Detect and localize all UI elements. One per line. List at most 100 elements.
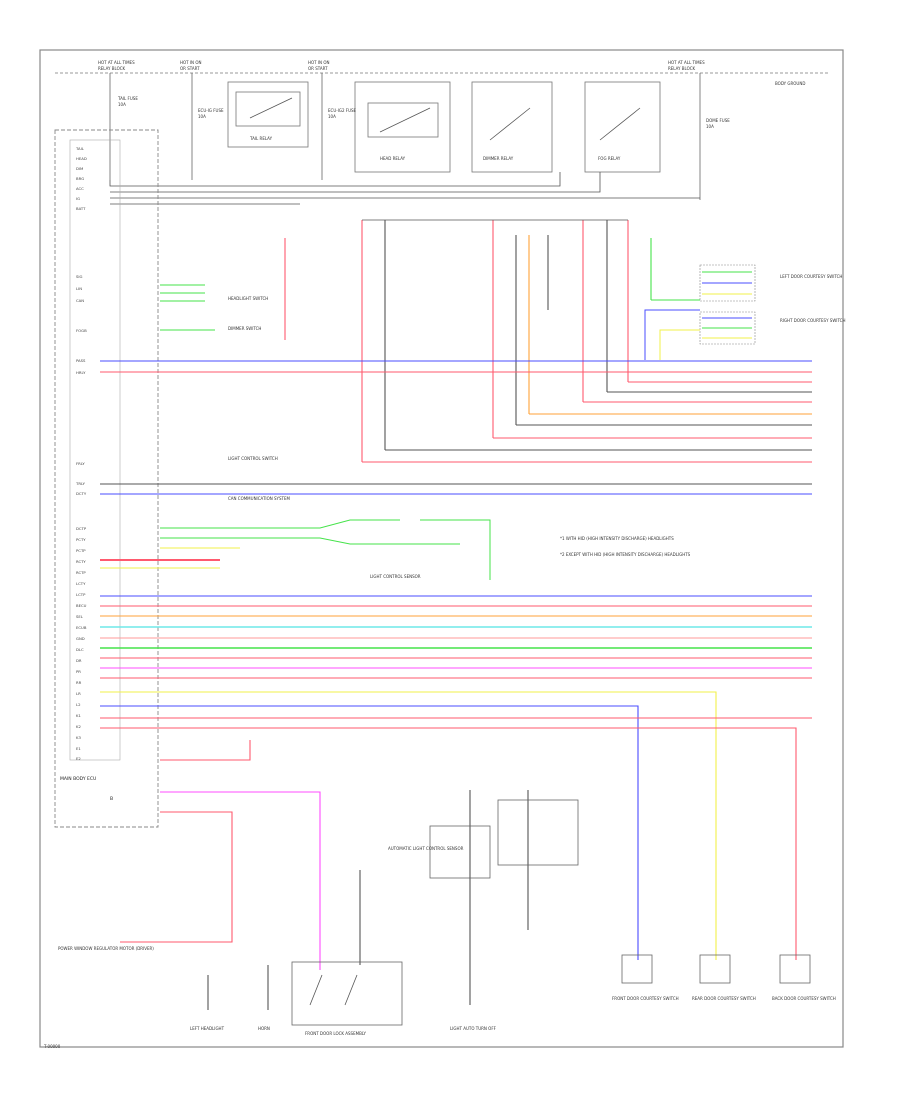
top-connector-1: HOT AT ALL TIMES <box>98 60 135 65</box>
svg-text:10A: 10A <box>328 114 336 119</box>
svg-text:BECU: BECU <box>76 603 87 608</box>
svg-text:E2: E2 <box>76 756 81 761</box>
svg-text:DR: DR <box>76 658 82 663</box>
svg-text:HRLY: HRLY <box>76 370 86 375</box>
svg-text:DLC: DLC <box>76 647 84 652</box>
svg-text:LIGHT AUTO TURN OFF: LIGHT AUTO TURN OFF <box>450 1026 497 1031</box>
svg-text:FRONT DOOR COURTESY SWITCH: FRONT DOOR COURTESY SWITCH <box>612 996 679 1001</box>
top-connector-4-sub: RELAY BLOCK <box>668 66 696 71</box>
svg-text:BACK DOOR COURTESY SWITCH: BACK DOOR COURTESY SWITCH <box>772 996 836 1001</box>
diagram-id: T-00000 <box>43 1044 61 1049</box>
svg-text:RCTP: RCTP <box>76 570 86 575</box>
svg-text:GND: GND <box>76 636 85 641</box>
svg-text:DCTP: DCTP <box>76 526 87 531</box>
auto-light-sensor: AUTOMATIC LIGHT CONTROL SENSOR <box>388 799 579 879</box>
door-courtesy-switches: FRONT DOOR COURTESY SWITCH REAR DOOR COU… <box>612 954 836 1001</box>
svg-text:PR: PR <box>76 669 81 674</box>
svg-text:LCTP: LCTP <box>76 592 86 597</box>
svg-text:PCTY: PCTY <box>76 537 86 542</box>
svg-text:LR: LR <box>76 691 81 696</box>
fuse-tail: TAIL FUSE 10A <box>109 73 138 180</box>
right-connector-right-door: RIGHT DOOR COURTESY SWITCH <box>699 311 845 345</box>
svg-text:ACC: ACC <box>76 186 84 191</box>
svg-text:DIMMER RELAY: DIMMER RELAY <box>483 156 514 161</box>
svg-text:CAN: CAN <box>76 298 84 303</box>
svg-text:FRONT DOOR LOCK ASSEMBLY: FRONT DOOR LOCK ASSEMBLY <box>305 1031 367 1036</box>
svg-text:PCTP: PCTP <box>76 548 86 553</box>
svg-text:IG: IG <box>76 196 80 201</box>
svg-text:LIGHT CONTROL SENSOR: LIGHT CONTROL SENSOR <box>370 574 421 579</box>
main-body-ecu-label: MAIN BODY ECU <box>60 776 96 782</box>
svg-text:K1: K1 <box>76 713 81 718</box>
right-connector-left-door: LEFT DOOR COURTESY SWITCH <box>699 264 842 302</box>
svg-text:HEAD: HEAD <box>76 156 87 161</box>
main-body-ecu-sub: B <box>110 796 113 802</box>
svg-text:SIG: SIG <box>76 274 83 279</box>
mid-connector-can: CAN COMMUNICATION SYSTEM <box>228 496 290 501</box>
ecu-pin-labels: TAIL HEAD DIM BRG ACC IG BATT SIG LIN CA… <box>75 146 87 761</box>
connector-jumpers <box>644 299 700 360</box>
svg-text:FRLY: FRLY <box>76 461 85 466</box>
svg-text:TAIL FUSE: TAIL FUSE <box>117 96 138 101</box>
svg-text:TAIL RELAY: TAIL RELAY <box>249 136 273 141</box>
svg-text:DCTY: DCTY <box>76 491 87 496</box>
svg-text:RR: RR <box>76 680 82 685</box>
svg-text:RIGHT DOOR COURTESY SWITCH: RIGHT DOOR COURTESY SWITCH <box>780 318 845 323</box>
svg-text:LCTY: LCTY <box>76 581 86 586</box>
top-connector-2: HOT IN ON <box>180 60 201 65</box>
svg-text:10A: 10A <box>198 114 206 119</box>
top-connector-1-sub: RELAY BLOCK <box>98 66 126 71</box>
svg-text:LEFT HEADLIGHT: LEFT HEADLIGHT <box>190 1026 225 1031</box>
fuse-ecu-ig2: ECU-IG2 FUSE 10A <box>321 73 357 180</box>
mid-connector-dimmer-switch: DIMMER SWITCH <box>228 326 261 331</box>
fuse-ecu-ig: ECU-IG FUSE 10A <box>191 73 224 180</box>
svg-text:DIM: DIM <box>76 166 83 171</box>
relay-feed-lines <box>109 172 700 205</box>
svg-text:PASS: PASS <box>76 358 86 363</box>
body-ground-label: BODY GROUND <box>775 81 805 86</box>
svg-text:SEL: SEL <box>76 614 84 619</box>
main-body-ecu-inner <box>69 139 121 761</box>
fuse-dome: DOME FUSE 10A <box>699 73 730 200</box>
relay-tail: TAIL RELAY <box>227 81 309 148</box>
vertical-drops <box>284 220 652 462</box>
note-1: *1 WITH HID (HIGH INTENSITY DISCHARGE) H… <box>560 536 674 541</box>
top-connector-3: HOT IN ON <box>308 60 329 65</box>
svg-text:HEAD RELAY: HEAD RELAY <box>380 156 406 161</box>
svg-text:HORN: HORN <box>258 1026 270 1031</box>
svg-text:L2: L2 <box>76 702 81 707</box>
main-body-ecu <box>54 129 159 828</box>
ecu-connector-dots <box>160 284 215 331</box>
svg-text:RCTY: RCTY <box>76 559 86 564</box>
relay-dimmer: DIMMER RELAY <box>471 81 553 173</box>
svg-text:ECU-IG FUSE: ECU-IG FUSE <box>198 108 224 113</box>
note-2: *2 EXCEPT WITH HID (HIGH INTENSITY DISCH… <box>560 552 691 557</box>
svg-text:LEFT DOOR COURTESY SWITCH: LEFT DOOR COURTESY SWITCH <box>780 274 842 279</box>
bottom-labels: POWER WINDOW REGULATOR MOTOR (DRIVER) LE… <box>58 946 497 1031</box>
svg-text:DOME FUSE: DOME FUSE <box>706 118 730 123</box>
svg-text:K2: K2 <box>76 724 81 729</box>
top-connector-3-sub: OR START <box>308 66 328 71</box>
svg-text:K3: K3 <box>76 735 81 740</box>
svg-text:TAIL: TAIL <box>75 146 85 151</box>
top-connector-2-sub: OR START <box>180 66 200 71</box>
light-control-switch: LIGHT CONTROL SENSOR <box>160 519 491 580</box>
top-connector-4: HOT AT ALL TIMES <box>668 60 705 65</box>
svg-text:AUTOMATIC LIGHT CONTROL SENSOR: AUTOMATIC LIGHT CONTROL SENSOR <box>388 846 464 851</box>
mid-connector-headlight-switch: HEADLIGHT SWITCH <box>228 296 268 301</box>
svg-text:FOGB: FOGB <box>76 328 87 333</box>
front-door-lock-assembly: FRONT DOOR LOCK ASSEMBLY <box>291 961 403 1036</box>
svg-text:REAR DOOR COURTESY SWITCH: REAR DOOR COURTESY SWITCH <box>692 996 756 1001</box>
relay-fog: FOG RELAY <box>584 81 661 173</box>
horizontal-bus <box>100 360 812 960</box>
svg-text:ECUB: ECUB <box>76 625 87 630</box>
svg-text:BATT: BATT <box>76 206 86 211</box>
svg-text:10A: 10A <box>118 102 126 107</box>
svg-text:TRLY: TRLY <box>75 481 86 486</box>
svg-text:E1: E1 <box>76 746 81 751</box>
svg-text:ECU-IG2 FUSE: ECU-IG2 FUSE <box>328 108 357 113</box>
svg-text:LIN: LIN <box>76 286 82 291</box>
svg-text:10A: 10A <box>706 124 714 129</box>
svg-text:FOG RELAY: FOG RELAY <box>598 156 621 161</box>
